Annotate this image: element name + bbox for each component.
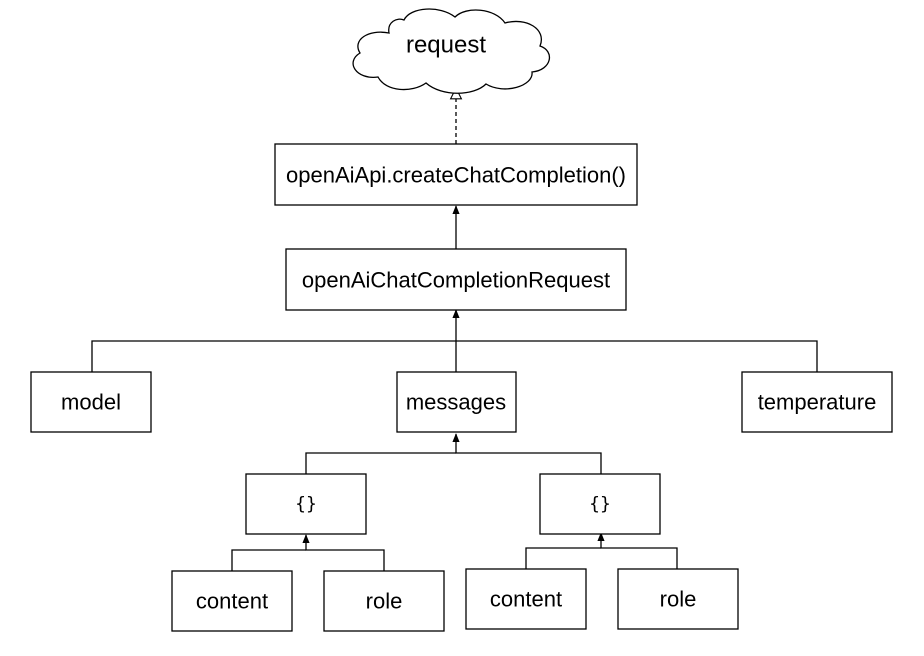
node-create-call: openAiApi.createChatCompletion() [274, 143, 638, 206]
message-object-1-box [245, 473, 367, 535]
node-temperature: temperature [741, 371, 893, 433]
create-call-label: openAiApi.createChatCompletion() [286, 163, 626, 188]
create-call-box [274, 143, 638, 206]
node-message-object-1: {} [245, 473, 367, 535]
request-label: request [406, 32, 486, 59]
edge-role2-to-object2 [597, 532, 678, 569]
chat-request-label: openAiChatCompletionRequest [302, 268, 610, 293]
edge-temperature-to-chatrequest [456, 340, 818, 372]
role-1-box [323, 570, 445, 632]
model-box [30, 371, 152, 433]
messages-box [396, 371, 517, 433]
node-content-1: content [171, 570, 293, 632]
edge-content2-to-object2 [525, 547, 601, 569]
chat-request-box [285, 248, 627, 311]
edge-object1-to-messages [305, 452, 456, 474]
role-2-box [617, 568, 739, 630]
temperature-box [741, 371, 893, 433]
content-1-box [171, 570, 293, 632]
cloud-shape [352, 8, 550, 94]
node-model: model [30, 371, 152, 433]
node-message-object-2: {} [539, 473, 661, 535]
node-role-2: role [617, 568, 739, 630]
content-1-label: content [196, 589, 268, 614]
edge-model-to-chatrequest [91, 340, 456, 372]
content-2-box [465, 568, 587, 630]
node-chat-request: openAiChatCompletionRequest [285, 248, 627, 311]
edge-role1-to-object1 [302, 534, 385, 571]
role-2-label: role [660, 587, 697, 612]
message-object-2-label: {} [589, 494, 611, 515]
edge-content1-to-object1 [231, 549, 306, 571]
node-messages: messages [396, 371, 517, 433]
content-2-label: content [490, 587, 562, 612]
model-label: model [61, 390, 121, 415]
message-object-2-box [539, 473, 661, 535]
role-1-label: role [366, 589, 403, 614]
messages-label: messages [406, 390, 506, 415]
node-content-2: content [465, 568, 587, 630]
edge-object2-to-messages [452, 433, 602, 474]
node-role-1: role [323, 570, 445, 632]
request-cloud: request [352, 8, 550, 94]
temperature-label: temperature [758, 390, 877, 415]
message-object-1-label: {} [295, 494, 317, 515]
edges [91, 88, 818, 571]
